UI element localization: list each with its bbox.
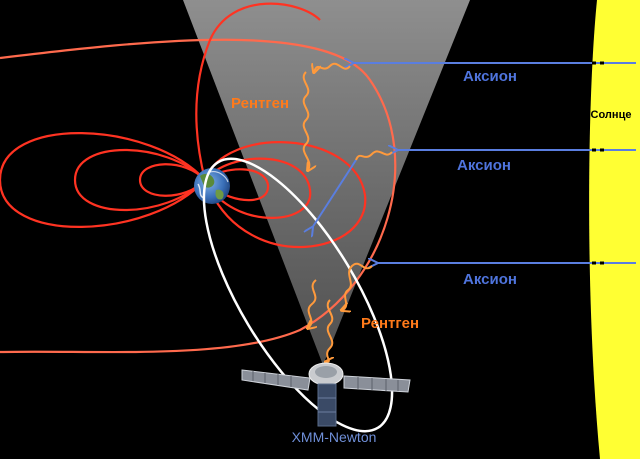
earth-icon [194, 168, 230, 204]
xray-wave-3 [355, 150, 393, 161]
sun-label: Солнце [591, 109, 632, 121]
xray-wave-4 [342, 262, 373, 310]
axion-label-3: Аксион [463, 271, 517, 288]
xray-wave-2 [302, 71, 310, 170]
xray-label-2: Рентген [361, 315, 419, 332]
xray-wave-5 [308, 279, 316, 328]
axion-label-1: Аксион [463, 68, 517, 85]
xray-rays [302, 64, 393, 362]
xray-wave-1 [314, 64, 351, 72]
satellite-orbit [202, 157, 394, 433]
magnetic-field-lines [0, 2, 367, 249]
observation-cone [183, 0, 470, 365]
xray-label-1: Рентген [231, 95, 289, 112]
axion-label-2: Аксион [457, 157, 511, 174]
satellite-label: XMM-Newton [292, 429, 377, 445]
satellite-icon [241, 362, 411, 427]
xray-wave-6 [326, 299, 332, 362]
sun [589, 0, 640, 459]
